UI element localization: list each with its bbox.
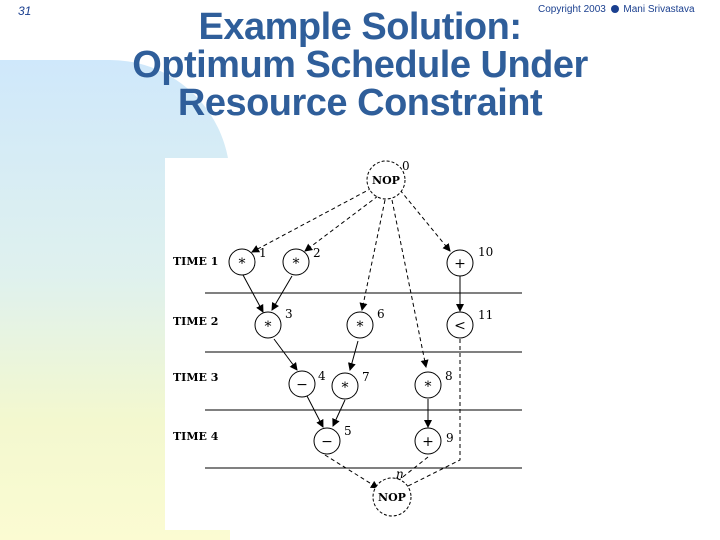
node-op-9: + xyxy=(422,434,434,450)
node-id-n: n xyxy=(396,467,404,481)
node-source-label: NOP xyxy=(372,174,400,187)
node-op-11: < xyxy=(454,318,466,334)
node-circle-7 xyxy=(331,372,359,400)
node-id-10: 10 xyxy=(478,245,493,259)
edge-5-n xyxy=(324,454,379,489)
edge-0-6 xyxy=(359,199,386,311)
time-label-3: TIME 3 xyxy=(173,371,218,384)
node-source-nop: NOP 0 xyxy=(366,159,410,200)
edge-2-3 xyxy=(271,275,293,311)
node-op-1: * xyxy=(239,256,246,272)
copyright-text: Copyright 2003 xyxy=(538,4,606,15)
node-op-7: * xyxy=(342,380,349,396)
copyright-notice: Copyright 2003 Mani Srivastava xyxy=(538,4,695,15)
title-line-1: Example Solution: xyxy=(198,6,522,48)
edge-7-5 xyxy=(332,399,346,427)
edge-0-2 xyxy=(304,195,379,252)
node-circle-3 xyxy=(254,311,282,339)
node-id-6: 6 xyxy=(377,307,385,321)
node-sink-label: NOP xyxy=(378,491,406,504)
node-op-3: * xyxy=(265,319,272,335)
node-circle-6 xyxy=(346,311,374,339)
node-circle-8 xyxy=(414,371,442,399)
dashed-edges xyxy=(251,187,461,491)
time-separators xyxy=(205,292,522,469)
node-op-5: − xyxy=(321,434,333,450)
node-circle-10 xyxy=(446,249,474,277)
node-circle-4 xyxy=(288,370,316,398)
edge-1-3 xyxy=(242,274,264,313)
node-circle-11 xyxy=(446,311,474,339)
node-op-8: * xyxy=(425,379,432,395)
node-op-6: * xyxy=(357,319,364,335)
node-op-4: − xyxy=(296,377,308,393)
author-name: Mani Srivastava xyxy=(623,4,695,15)
node-id-9: 9 xyxy=(446,431,454,445)
operation-nodes xyxy=(228,248,474,455)
node-id-2: 2 xyxy=(313,246,321,260)
solid-edges xyxy=(242,274,464,428)
node-sink-nop: NOP n xyxy=(372,467,412,517)
node-id-5: 5 xyxy=(344,424,352,438)
node-id-11: 11 xyxy=(478,308,493,322)
node-circle-1 xyxy=(228,248,256,276)
edge-0-10 xyxy=(399,189,451,252)
node-op-2: * xyxy=(293,256,300,272)
edge-11-n xyxy=(399,339,461,491)
time-label-1: TIME 1 xyxy=(173,255,218,268)
node-circle-9 xyxy=(414,427,442,455)
title-line-3: Resource Constraint xyxy=(177,82,543,124)
node-op-10: + xyxy=(454,256,466,272)
node-circle-2 xyxy=(282,248,310,276)
node-id-1: 1 xyxy=(259,246,267,260)
slide-number: 31 xyxy=(18,4,32,18)
node-id-label: 0 xyxy=(402,159,410,173)
node-id-3: 3 xyxy=(285,307,293,321)
edge-6-7 xyxy=(348,340,359,371)
edge-3-4 xyxy=(273,338,298,371)
node-id-8: 8 xyxy=(445,369,453,383)
node-circle-5 xyxy=(313,427,341,455)
edge-4-5 xyxy=(306,395,324,428)
time-label-2: TIME 2 xyxy=(173,315,218,328)
node-id-7: 7 xyxy=(362,370,370,384)
edge-0-1 xyxy=(251,187,373,253)
bullet-icon xyxy=(610,5,619,13)
edge-0-8 xyxy=(391,199,429,368)
title-line-2: Optimum Schedule Under xyxy=(132,44,588,86)
slide-title: Example Solution: Optimum Schedule Under… xyxy=(40,8,680,122)
node-id-4: 4 xyxy=(318,369,326,383)
time-label-4: TIME 4 xyxy=(173,430,219,443)
